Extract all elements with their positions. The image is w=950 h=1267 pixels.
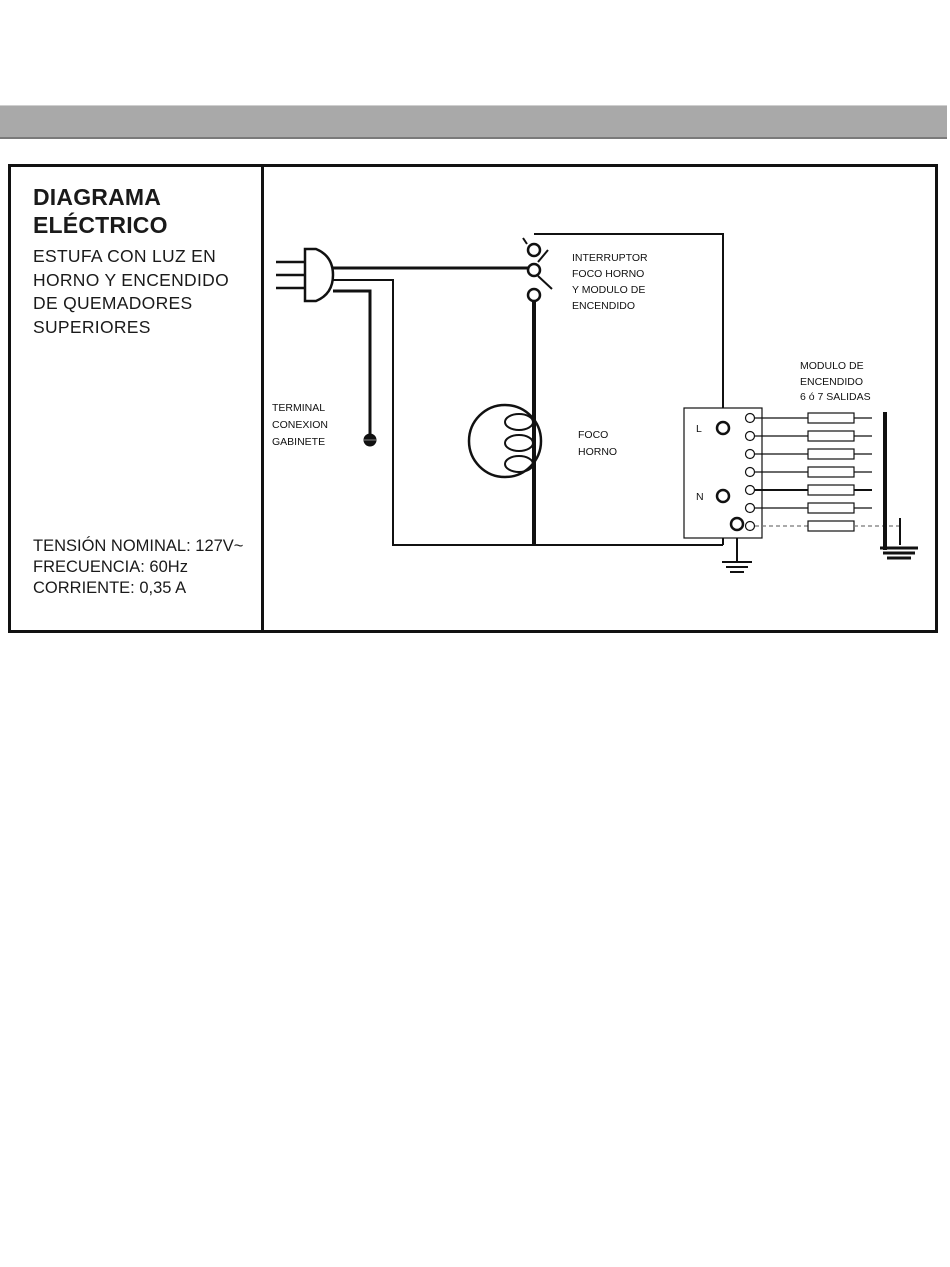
lamp-label-2: HORNO xyxy=(578,446,617,458)
switch-label-4: ENCENDIDO xyxy=(572,300,635,312)
spec-current: CORRIENTE: 0,35 A xyxy=(33,578,243,599)
diagram-frame: DIAGRAMA ELÉCTRICO ESTUFA CON LUZ EN HOR… xyxy=(8,164,938,633)
lamp-label-1: FOCO xyxy=(578,429,608,441)
oven-lamp-icon xyxy=(469,400,541,485)
switch-label-2: FOCO HORNO xyxy=(572,268,644,280)
terminal-l-label: L xyxy=(696,423,702,435)
module-label-3: 6 ó 7 SALIDAS xyxy=(800,391,871,403)
electrical-specs: TENSIÓN NOMINAL: 127V~ FRECUENCIA: 60Hz … xyxy=(33,536,243,599)
switch-label-1: INTERRUPTOR xyxy=(572,252,648,264)
wiring xyxy=(333,234,737,562)
module-label-2: ENCENDIDO xyxy=(800,376,863,388)
wiring-diagram: INTERRUPTOR FOCO HORNO Y MODULO DE ENCEN… xyxy=(264,167,935,630)
terminal-label-3: GABINETE xyxy=(272,436,325,448)
terminal-n-label: N xyxy=(696,491,704,503)
switch-icon xyxy=(523,238,552,301)
diagram-subtitle: ESTUFA CON LUZ EN HORNO Y ENCENDIDO DE Q… xyxy=(33,245,258,339)
title-line-1: DIAGRAMA xyxy=(33,183,168,211)
terminal-label-2: CONEXION xyxy=(272,419,328,431)
diagram-title: DIAGRAMA ELÉCTRICO xyxy=(33,183,168,239)
spec-frequency: FRECUENCIA: 60Hz xyxy=(33,557,243,578)
info-panel: DIAGRAMA ELÉCTRICO ESTUFA CON LUZ EN HOR… xyxy=(11,167,264,630)
wiring-svg: INTERRUPTOR FOCO HORNO Y MODULO DE ENCEN… xyxy=(264,167,938,630)
spec-voltage: TENSIÓN NOMINAL: 127V~ xyxy=(33,536,243,557)
ground-icon xyxy=(880,548,918,558)
module-label-1: MODULO DE xyxy=(800,360,864,372)
subtitle-line-4: SUPERIORES xyxy=(33,316,258,340)
terminal-label-1: TERMINAL xyxy=(272,402,325,414)
ground-icon xyxy=(722,562,752,572)
subtitle-line-2: HORNO Y ENCENDIDO xyxy=(33,269,258,293)
plug-icon xyxy=(276,249,333,301)
ignition-outputs xyxy=(746,412,901,550)
subtitle-line-1: ESTUFA CON LUZ EN xyxy=(33,245,258,269)
header-band xyxy=(0,105,947,139)
cabinet-terminal-icon xyxy=(364,434,376,446)
switch-label-3: Y MODULO DE xyxy=(572,284,645,296)
title-line-2: ELÉCTRICO xyxy=(33,211,168,239)
subtitle-line-3: DE QUEMADORES xyxy=(33,292,258,316)
